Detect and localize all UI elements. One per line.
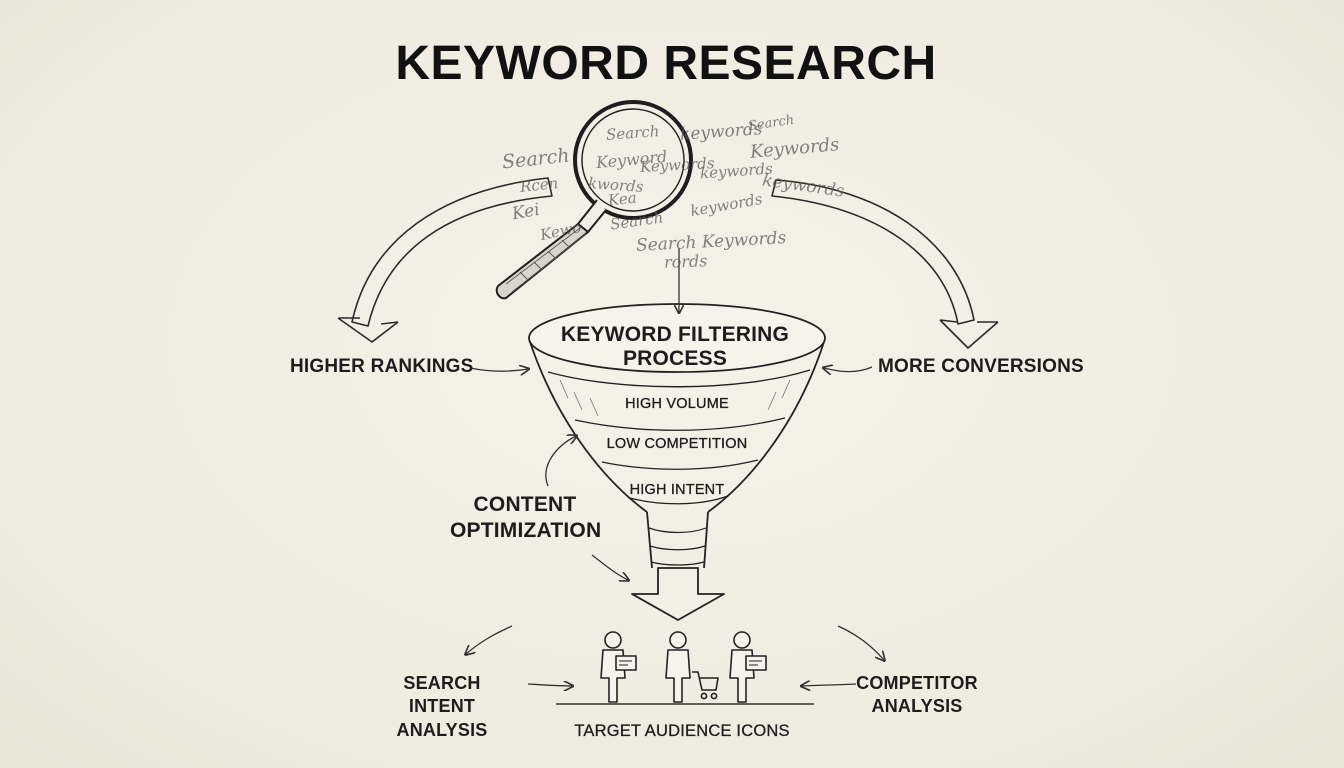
funnel-band-low-competition: LOW COMPETITION: [606, 436, 748, 452]
person-icon: [729, 631, 767, 703]
page-title: KEYWORD RESEARCH: [395, 37, 937, 90]
shopping-cart-icon: [692, 671, 719, 700]
label-competitor-analysis: COMPETITOR ANALYSIS: [856, 673, 978, 717]
label-search-intent-analysis: SEARCH INTENT ANALYSIS: [396, 673, 488, 740]
down-arrow-icon: [631, 567, 725, 621]
connector-arrows: [466, 367, 884, 686]
scribble-word: Kea: [607, 188, 638, 210]
curved-arrow-right: [771, 179, 999, 349]
funnel-band-high-intent: HIGH INTENT: [629, 482, 725, 498]
funnel-band-high-volume: HIGH VOLUME: [625, 396, 729, 412]
magnifying-glass-icon: [495, 100, 693, 300]
person-icon: [665, 631, 719, 703]
funnel-title: KEYWORD FILTERING PROCESS: [560, 323, 790, 371]
scribble-word: rords: [663, 251, 708, 272]
label-more-conversions: MORE CONVERSIONS: [878, 356, 1084, 377]
label-content-optimization: CONTENT OPTIMIZATION: [450, 493, 602, 543]
label-higher-rankings: HIGHER RANKINGS: [290, 356, 474, 377]
person-icon: [600, 631, 637, 703]
label-target-audience: TARGET AUDIENCE ICONS: [574, 722, 790, 740]
curved-arrow-left: [337, 177, 553, 343]
funnel-icon: [528, 303, 826, 569]
scribble-word: Search: [605, 122, 660, 144]
